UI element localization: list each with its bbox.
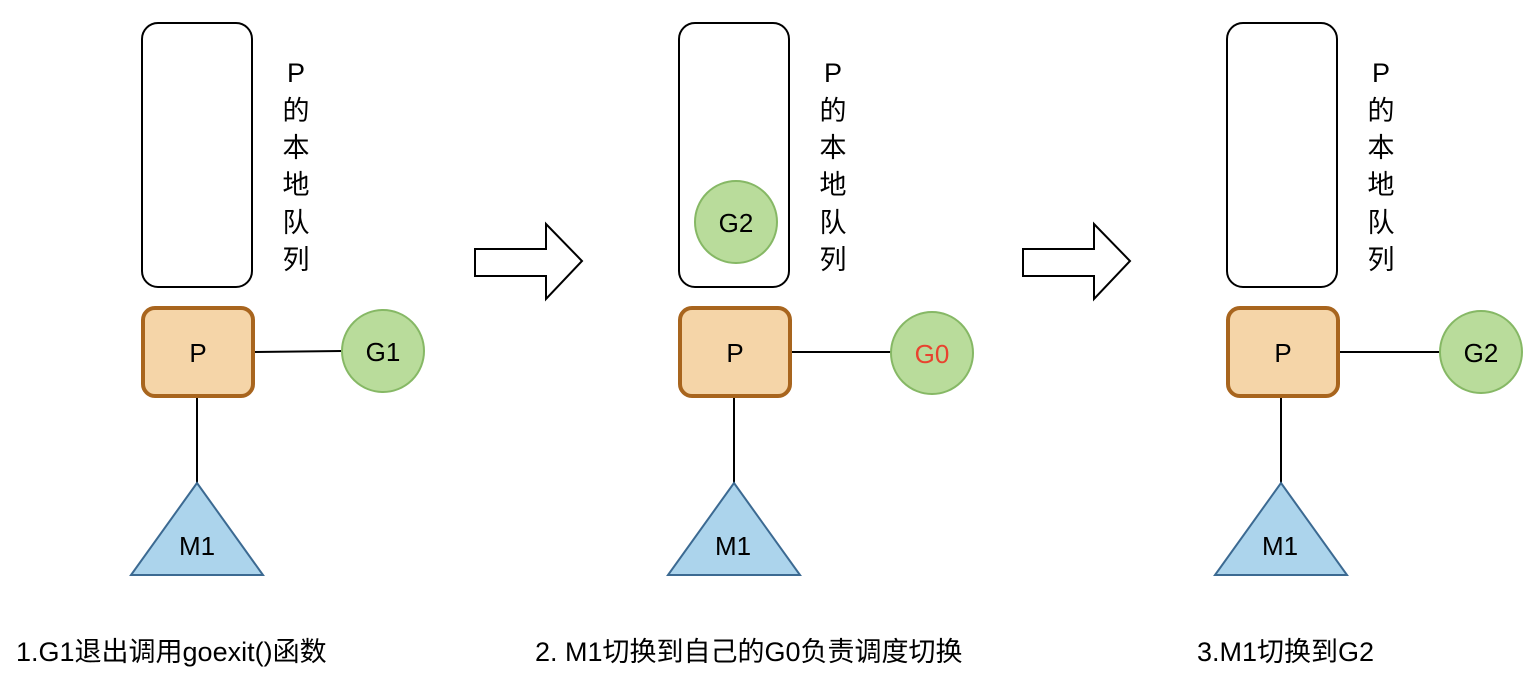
caption-step-3: 3.M1切换到G2: [1197, 637, 1374, 667]
queue-label-char: P: [824, 58, 842, 88]
processor-node: [1226, 306, 1340, 398]
local-queue: [1226, 22, 1338, 288]
goroutine-label: G1: [366, 337, 401, 367]
caption-step-1: 1.G1退出调用goexit()函数: [16, 637, 327, 667]
queue-label-char: 地: [1368, 170, 1395, 200]
queue-label-char: 的: [1368, 96, 1395, 126]
caption-step-2: 2. M1切换到自己的G0负责调度切换: [535, 637, 963, 667]
machine-node: [666, 481, 802, 576]
queue-label: P 的 本 地 队 列: [283, 58, 310, 275]
machine-label: M1: [179, 531, 215, 561]
processor-label: P: [726, 338, 743, 368]
queued-goroutine-label: G2: [719, 208, 754, 238]
queue-label-char: 地: [820, 170, 847, 200]
panel-1: P 的 本 地 队 列 P G1 M1: [129, 22, 425, 576]
queue-label: P 的 本 地 队 列: [820, 58, 847, 275]
machine-label: M1: [1262, 531, 1298, 561]
queue-label-char: 本: [820, 133, 847, 163]
processor-label: P: [1274, 338, 1291, 368]
processor-label: P: [189, 338, 206, 368]
processor-node: [141, 306, 255, 398]
goroutine-node: [341, 309, 425, 393]
queue-label-char: 队: [1368, 208, 1395, 238]
queue-label-char: 地: [283, 170, 310, 200]
queue-label-char: 队: [820, 208, 847, 238]
queue-label-char: 本: [283, 133, 310, 163]
queue-label-char: 列: [820, 245, 847, 275]
right-arrow-icon: [474, 221, 584, 302]
goroutine-label: G2: [1464, 338, 1499, 368]
queued-goroutine-node: [694, 180, 778, 264]
machine-node: [129, 481, 265, 576]
queue-label-char: P: [1372, 58, 1390, 88]
right-arrow-icon: [1022, 221, 1132, 302]
queue-label-char: P: [287, 58, 305, 88]
queue-label: P 的 本 地 队 列: [1368, 58, 1395, 275]
processor-node: [678, 306, 792, 398]
queue-label-char: 队: [283, 208, 310, 238]
machine-node: [1213, 481, 1349, 576]
queue-label-char: 列: [283, 245, 310, 275]
local-queue: [141, 22, 253, 288]
goroutine-node: [890, 311, 974, 395]
panel-2: G2 P 的 本 地 队 列 P G0 M1: [666, 22, 974, 576]
panel-3: P 的 本 地 队 列 P G2 M1: [1213, 22, 1523, 576]
queue-label-char: 列: [1368, 245, 1395, 275]
p-to-g-link: [254, 350, 343, 353]
machine-label: M1: [715, 531, 751, 561]
queue-label-char: 本: [1368, 133, 1395, 163]
queue-label-char: 的: [820, 96, 847, 126]
queue-label-char: 的: [283, 96, 310, 126]
goroutine-node: [1439, 310, 1523, 394]
goroutine-label: G0: [915, 339, 950, 369]
